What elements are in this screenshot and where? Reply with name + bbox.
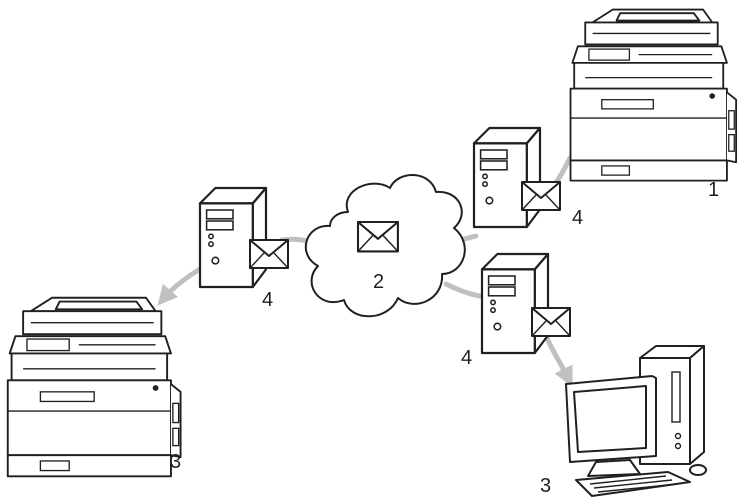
- receiver-mfp-printer-icon: [6, 296, 182, 478]
- desktop-computer-icon: [565, 345, 707, 497]
- receiver-machine-label: 3: [170, 451, 181, 473]
- server-left-label: 4: [262, 289, 273, 311]
- server-right-bottom-label: 4: [461, 347, 472, 369]
- server-tower-icon: [472, 126, 542, 229]
- connector-cloud-to-server-right-bottom: [443, 281, 483, 299]
- server-tower-icon: [480, 252, 550, 355]
- envelope-icon: [521, 181, 561, 211]
- arrow-server-to-computer: [543, 333, 573, 387]
- receiver-computer-label: 3: [540, 475, 551, 497]
- envelope-icon: [249, 239, 289, 269]
- envelope-icon: [356, 220, 399, 253]
- envelope-icon: [531, 307, 571, 337]
- sender-mfp-printer-icon: [569, 8, 738, 182]
- internet-label: 2: [373, 271, 384, 293]
- server-tower-icon: [198, 186, 268, 289]
- sender-machine-label: 1: [708, 179, 719, 201]
- server-right-top-label: 4: [572, 207, 583, 229]
